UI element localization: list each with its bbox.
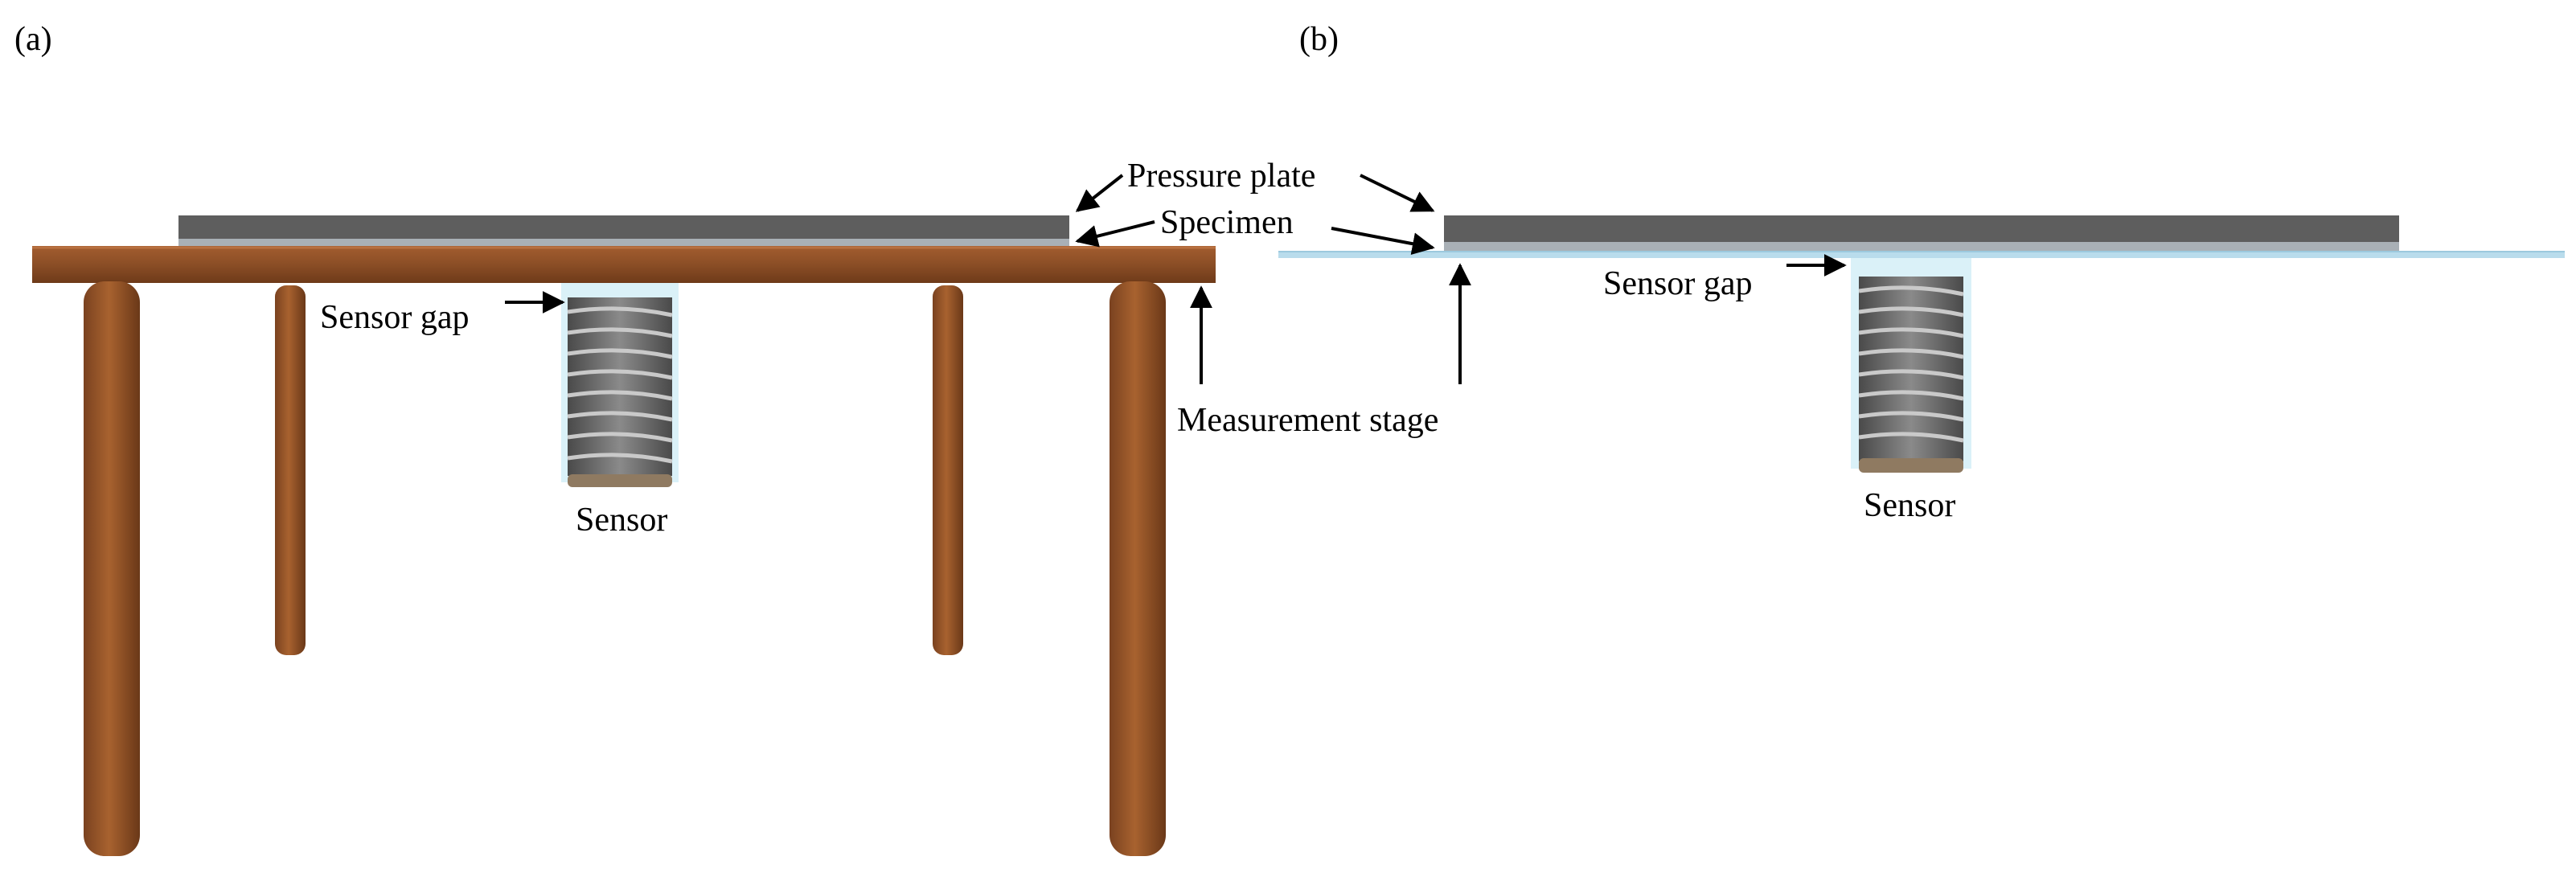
arrow-pressure-plate-b: [1360, 174, 1435, 212]
arrow-pressure-plate-a: [1075, 174, 1124, 212]
measurement-stage-a: [32, 246, 1216, 283]
pressure-plate-a: [178, 215, 1069, 240]
sensor-a: [561, 283, 679, 487]
panel-a-tag: (a): [14, 21, 52, 58]
specimen-label: Specimen: [1160, 204, 1294, 241]
sensor-gap-label-b: Sensor gap: [1603, 265, 1752, 302]
sensor-label-b: Sensor: [1864, 487, 1955, 524]
sensor-label-a: Sensor: [576, 502, 667, 539]
table-front-leg-left: [84, 281, 140, 856]
table-back-leg-left: [275, 285, 306, 655]
arrow-specimen-a: [1075, 220, 1155, 248]
pressure-plate-b: [1444, 215, 2399, 243]
panel-b-tag: (b): [1299, 21, 1339, 58]
measurement-stage-label: Measurement stage: [1177, 402, 1438, 439]
measurement-stage-b: [1278, 252, 2565, 258]
pressure-plate-label: Pressure plate: [1127, 158, 1315, 195]
sensor-gap-label-a: Sensor gap: [320, 299, 469, 336]
table-front-leg-right: [1110, 281, 1166, 856]
specimen-a: [178, 239, 1069, 247]
arrow-specimen-b: [1331, 227, 1435, 256]
sensor-b: [1851, 258, 1971, 473]
specimen-b: [1444, 242, 2399, 252]
table-back-leg-right: [933, 285, 963, 655]
panel-a: (a): [14, 21, 1438, 856]
panel-b: (b) Sensor gap Sensor: [1278, 21, 2565, 524]
